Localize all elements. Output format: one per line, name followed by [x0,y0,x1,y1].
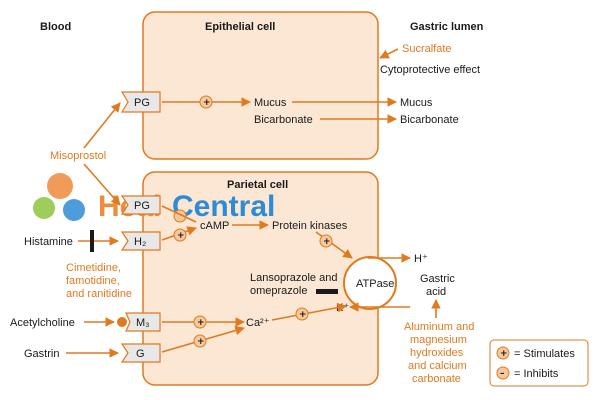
legend-inhibits: = Inhibits [514,368,559,380]
heading-epithelial-cell: Epithelial cell [205,21,275,33]
arrow-misoprostol-pg-parietal [83,163,121,206]
drug-h2-blocker-line1: Cimetidine, [66,262,121,274]
drug-antacids-line5: carbonate [412,373,461,385]
h2-blocker-bar [90,230,94,252]
drug-h2-blocker-line2: famotidine, [66,275,120,287]
receptor-g: G [120,343,161,363]
drug-antacids-line2: magnesium [410,334,467,346]
svg-text:PG: PG [134,200,150,212]
drug-ppi-line1: Lansoprazole and [250,272,337,284]
label-mucus-cell: Mucus [254,97,287,109]
label-camp: cAMP [200,220,229,232]
svg-text:+: + [177,231,185,241]
svg-text:+: + [500,349,508,359]
legend-stimulates: = Stimulates [514,348,575,360]
svg-text:+: + [299,310,307,320]
svg-text:–: – [500,369,505,379]
drug-misoprostol: Misoprostol [50,150,106,162]
svg-text:+: + [197,318,205,328]
arrow-misoprostol-pg-top [83,102,121,149]
svg-text:M₃: M₃ [136,317,150,329]
stimulate-marker-ca [295,307,309,321]
svg-text:+: + [197,337,205,347]
svg-text:+: + [323,237,331,247]
arrow-pg-camp [161,205,197,223]
drug-antacids-line1: Aluminum and [404,321,474,333]
label-bicarbonate-lumen: Bicarbonate [400,114,459,126]
label-gastric-acid-line2: acid [426,286,446,298]
label-atpase: ATPase [356,278,394,290]
label-bicarbonate-cell: Bicarbonate [254,114,313,126]
drug-ppi-line2: omeprazole [250,285,307,297]
agent-gastrin: Gastrin [24,348,59,360]
label-gastric-acid-line1: Gastric [420,273,455,285]
legend-minus-icon [496,366,510,380]
label-cytoprotective: Cytoprotective effect [380,64,480,76]
drug-antacids-line3: hydroxides [410,347,464,359]
legend-plus-icon [496,346,510,360]
ppi-block-bar [316,289,338,294]
label-ca2: Ca²⁺ [246,317,270,329]
stimulate-marker-h2 [173,228,187,242]
arrow-sucralfate [379,48,399,59]
svg-text:PG: PG [134,97,150,109]
drug-h2-blocker-line3: and ranitidine [66,288,132,300]
receptor-h2: H₂ [120,231,161,251]
receptor-pg-top: PG [120,91,161,113]
svg-text:+: + [203,98,211,108]
arrow-ca-atpase [271,302,347,321]
stimulate-marker-pg [199,95,213,109]
acetylcholine-dot [117,317,127,327]
drug-antacids-line4: and calcium [408,360,467,372]
epithelial-cell-box [142,11,379,160]
svg-text:G: G [136,348,145,360]
watermark-text-central: Central [172,190,275,223]
agent-acetylcholine: Acetylcholine [10,317,75,329]
stimulate-marker-m3 [193,315,207,329]
atpase-pump [343,256,397,310]
label-protein-kinases: Protein kinases [272,220,348,232]
svg-text:H₂: H₂ [134,236,146,248]
drug-sucralfate: Sucralfate [402,43,452,55]
heading-blood: Blood [40,21,71,33]
receptor-pg-parietal: PG [120,195,161,215]
label-mucus-lumen: Mucus [400,97,433,109]
heading-gastric-lumen: Gastric lumen [410,21,484,33]
agent-histamine: Histamine [24,236,73,248]
receptor-m3: M₃ [125,312,161,332]
heading-parietal-cell: Parietal cell [227,179,288,191]
legend: + = Stimulates – = Inhibits [489,339,589,387]
stimulate-marker-kinases [319,234,333,248]
label-h-plus: H⁺ [414,253,428,265]
stimulate-marker-g [193,334,207,348]
